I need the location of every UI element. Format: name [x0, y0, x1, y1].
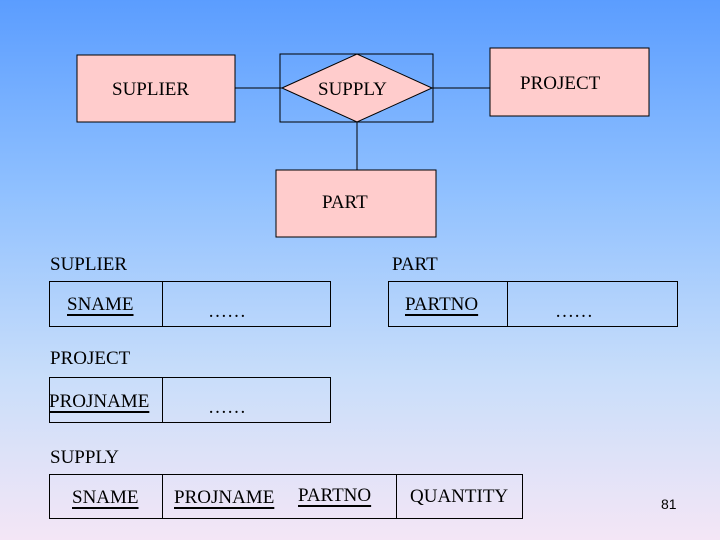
table-project-divider — [162, 377, 163, 423]
page-number: 81 — [661, 496, 677, 512]
table-suplier-key: SNAME — [67, 294, 134, 315]
table-part-divider — [507, 281, 508, 327]
relationship-supply-diamond — [280, 53, 434, 123]
table-project-key: PROJNAME — [49, 391, 150, 412]
table-part-rest: …… — [555, 301, 593, 322]
table-suplier — [49, 281, 331, 327]
table-suplier-divider — [162, 281, 163, 327]
table-supply-sname: SNAME — [72, 487, 139, 508]
entity-suplier-box — [76, 54, 236, 123]
table-project-rest: …… — [208, 397, 246, 418]
table-project-title: PROJECT — [50, 348, 131, 369]
table-supply-quantity: QUANTITY — [410, 486, 509, 507]
table-supply-divider-1 — [162, 474, 163, 519]
entity-project-label: PROJECT — [520, 73, 601, 94]
table-part — [388, 281, 678, 327]
table-supply-projname: PROJNAME — [174, 487, 275, 508]
table-suplier-rest: …… — [208, 301, 246, 322]
entity-project-box — [489, 47, 650, 117]
table-supply — [49, 474, 523, 519]
table-supply-title: SUPPLY — [50, 447, 119, 468]
table-part-title: PART — [392, 254, 438, 275]
entity-suplier-label: SUPLIER — [112, 79, 190, 100]
table-project — [49, 377, 331, 423]
entity-part-label: PART — [322, 192, 368, 213]
table-part-key: PARTNO — [405, 294, 479, 315]
table-suplier-title: SUPLIER — [50, 254, 128, 275]
relationship-supply-label: SUPPLY — [318, 79, 387, 100]
table-supply-divider-2 — [396, 474, 397, 519]
entity-part-box — [275, 169, 437, 238]
table-supply-partno: PARTNO — [298, 485, 372, 506]
